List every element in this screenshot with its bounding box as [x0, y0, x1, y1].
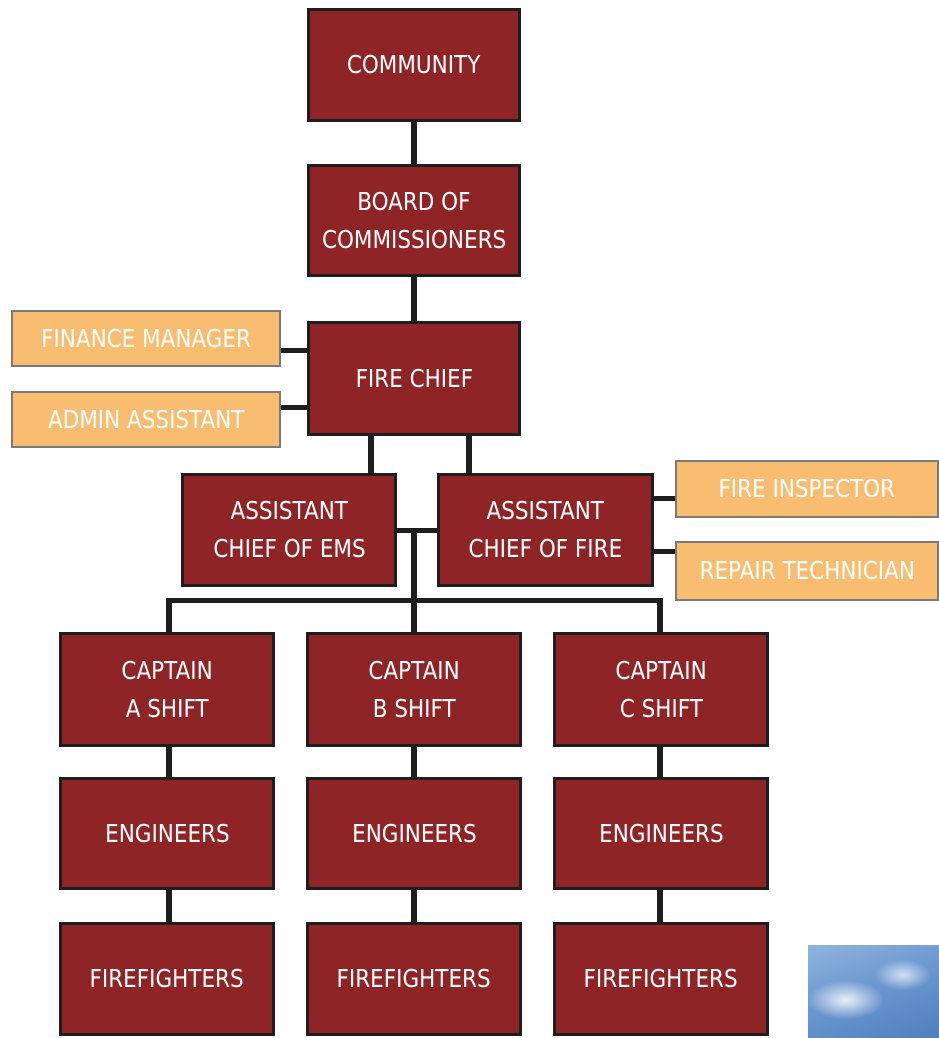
assistant-chief-fire-line1: ASSISTANT	[486, 496, 605, 525]
repair-technician-box: REPAIR TECHNICIAN	[675, 541, 939, 601]
captain-b-shift-box: CAPTAIN B SHIFT	[306, 632, 522, 747]
engineers-a-label: ENGINEERS	[104, 818, 230, 848]
captain-a-shift-box: CAPTAIN A SHIFT	[59, 632, 275, 747]
firefighters-a-box: FIREFIGHTERS	[59, 922, 275, 1036]
connector-fire-inspector	[652, 496, 677, 501]
firefighters-b-label: FIREFIGHTERS	[336, 964, 492, 993]
firefighters-c-label: FIREFIGHTERS	[583, 964, 739, 993]
admin-assistant-label: ADMIN ASSISTANT	[47, 404, 245, 434]
engineers-c-box: ENGINEERS	[553, 777, 769, 890]
connector-captain-b-engineers	[411, 745, 417, 779]
community-box: COMMUNITY	[307, 8, 521, 122]
captain-c-line1: CAPTAIN	[615, 655, 707, 685]
firefighters-c-box: FIREFIGHTERS	[553, 922, 769, 1036]
repair-technician-label: REPAIR TECHNICIAN	[699, 556, 915, 585]
finance-manager-label: FINANCE MANAGER	[41, 323, 251, 353]
assistant-chief-ems-line2: CHIEF OF EMS	[212, 534, 366, 563]
firefighters-b-box: FIREFIGHTERS	[306, 922, 522, 1036]
engineers-c-label: ENGINEERS	[598, 818, 724, 848]
firefighters-a-label: FIREFIGHTERS	[89, 964, 245, 993]
fire-chief-box: FIRE CHIEF	[307, 321, 521, 436]
board-label-line2: COMMISSIONERS	[321, 224, 507, 254]
board-of-commissioners-box: BOARD OF COMMISSIONERS	[307, 164, 521, 277]
connector-engineers-b-firefighters	[411, 888, 417, 924]
connector-captain-c-engineers	[657, 745, 663, 779]
connector-admin-chief	[280, 405, 308, 410]
engineers-b-label: ENGINEERS	[351, 818, 477, 848]
captain-b-line1: CAPTAIN	[368, 655, 460, 685]
connector-captains-bus	[166, 598, 663, 603]
connector-captain-a-engineers	[166, 745, 172, 779]
engineers-a-box: ENGINEERS	[59, 777, 275, 890]
connector-chief-fire	[466, 435, 472, 475]
community-label: COMMUNITY	[347, 50, 481, 79]
fire-inspector-label: FIRE INSPECTOR	[718, 474, 896, 503]
connector-bus-captain-a	[166, 598, 172, 634]
captain-a-line1: CAPTAIN	[121, 655, 213, 685]
connector-chief-ems	[368, 435, 374, 475]
assistant-chief-ems-line1: ASSISTANT	[230, 496, 348, 525]
captain-c-shift-box: CAPTAIN C SHIFT	[553, 632, 769, 747]
connector-community-board	[411, 120, 417, 165]
connector-finance-chief	[280, 348, 308, 353]
assistant-chief-ems-box: ASSISTANT CHIEF OF EMS	[181, 473, 397, 587]
connector-engineers-a-firefighters	[166, 888, 172, 924]
connector-board-chief	[411, 276, 417, 322]
connector-repair-technician	[652, 549, 677, 554]
connector-bus-captain-c	[657, 598, 663, 634]
fire-chief-label: FIRE CHIEF	[355, 363, 473, 393]
connector-engineers-c-firefighters	[657, 888, 663, 924]
connector-assistants-junction	[396, 528, 439, 533]
engineers-b-box: ENGINEERS	[306, 777, 522, 890]
captain-b-line2: B SHIFT	[372, 693, 456, 723]
assistant-chief-fire-line2: CHIEF OF FIRE	[468, 534, 623, 563]
admin-assistant-box: ADMIN ASSISTANT	[11, 391, 281, 448]
connector-junction-down	[411, 528, 417, 634]
sky-photo	[808, 945, 939, 1038]
captain-c-line2: C SHIFT	[619, 693, 703, 723]
finance-manager-box: FINANCE MANAGER	[11, 310, 281, 367]
captain-a-line2: A SHIFT	[125, 693, 209, 723]
fire-inspector-box: FIRE INSPECTOR	[675, 460, 939, 518]
assistant-chief-fire-box: ASSISTANT CHIEF OF FIRE	[437, 473, 654, 587]
board-label-line1: BOARD OF	[357, 186, 471, 216]
